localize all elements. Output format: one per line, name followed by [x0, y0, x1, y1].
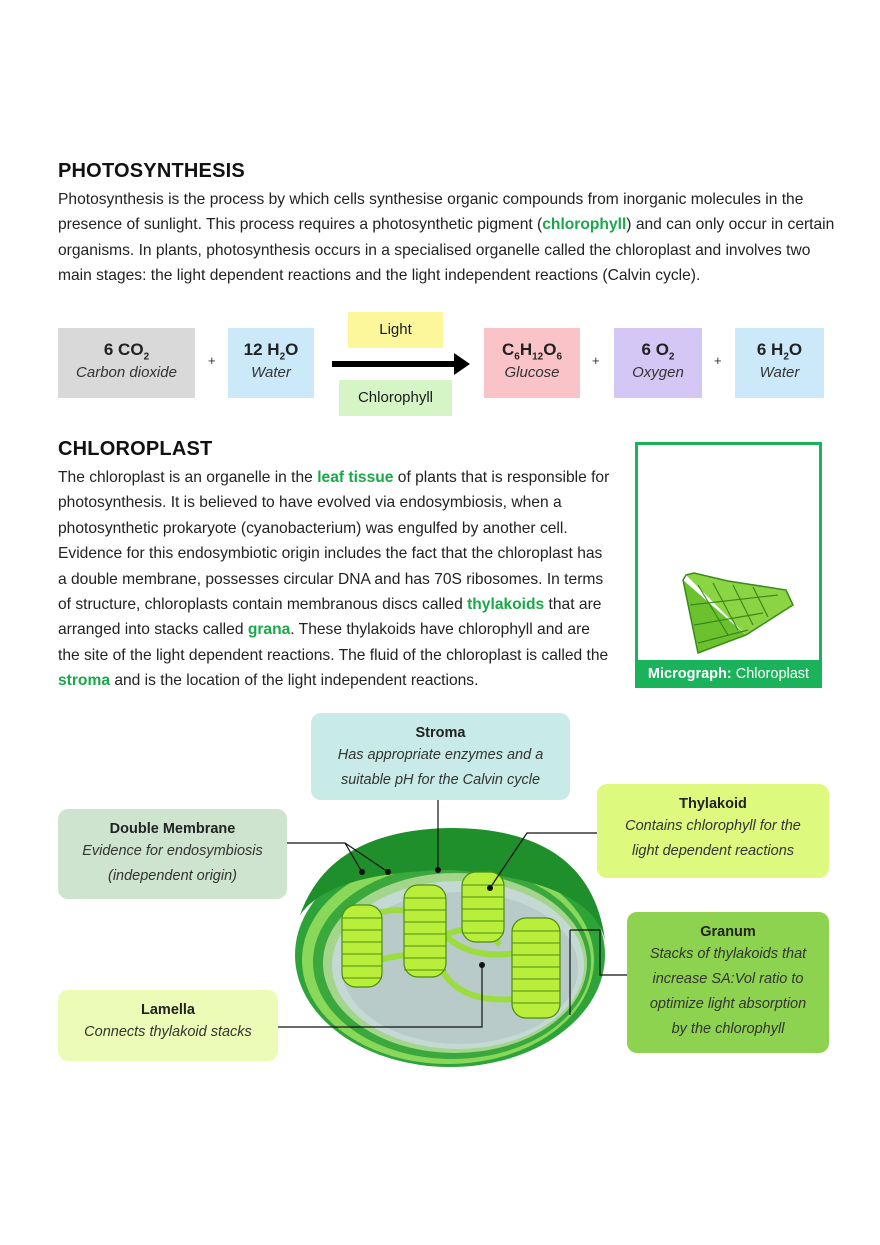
chlorophyll-highlight: chlorophyll — [542, 216, 627, 234]
micrograph-image — [682, 572, 794, 655]
micrograph-frame: Micrograph: Chloroplast — [635, 442, 822, 688]
lamella-callout: Lamella Connects thylakoid stacks — [58, 990, 278, 1061]
chloroplast-heading: CHLOROPLAST — [58, 438, 213, 460]
o2-formula: 6 O2 — [641, 340, 675, 363]
o2-name: Oxygen — [632, 364, 684, 382]
plus-sign-3: + — [714, 353, 722, 368]
photosynthesis-paragraph: Photosynthesis is the process by which c… — [58, 187, 838, 289]
reaction-arrow-icon — [332, 353, 470, 375]
light-box: Light — [348, 312, 443, 348]
plus-sign-2: + — [592, 353, 600, 368]
h2o-name: Water — [251, 364, 291, 382]
glucose-formula: C6H12O6 — [501, 340, 563, 363]
granum-callout-title: Granum — [700, 924, 756, 940]
lamella-callout-title: Lamella — [141, 1002, 195, 1018]
double-membrane-callout-text: Evidence for endosymbiosis(independent o… — [82, 843, 263, 884]
thylakoids-highlight: thylakoids — [467, 596, 545, 614]
chloroplast-diagram — [278, 800, 627, 1067]
photosynthesis-text-2: ) and can only occur in certain organism… — [58, 216, 835, 285]
glucose-box: C6H12O6 Glucose — [484, 328, 580, 398]
h2o-formula: 12 H2O — [243, 340, 299, 363]
co2-name: Carbon dioxide — [76, 364, 177, 382]
co2-formula: 6 CO2 — [103, 340, 150, 363]
grana-highlight: grana — [247, 621, 291, 639]
water-name: Water — [759, 364, 800, 382]
micrograph-caption: Micrograph: Chloroplast — [635, 660, 822, 688]
photosynthesis-heading: PHOTOSYNTHESIS — [58, 160, 245, 182]
thylakoid-callout-title: Thylakoid — [679, 796, 747, 812]
o2-box: 6 O2 Oxygen — [614, 328, 702, 398]
photosynthesis-text-1: Photosynthesis is the process by which c… — [58, 191, 804, 234]
stroma-highlight: stroma — [58, 672, 110, 690]
double-membrane-callout-title: Double Membrane — [109, 821, 236, 837]
chlorophyll-box: Chlorophyll — [339, 380, 452, 416]
chloroplast-paragraph: The chloroplast is an organelle in the l… — [58, 469, 610, 690]
lamella-callout-text: Connects thylakoid stacks — [84, 1024, 252, 1040]
plus-sign-1: + — [208, 353, 216, 368]
water-formula: 6 H2O — [756, 340, 803, 363]
glucose-name: Glucose — [504, 364, 560, 382]
co2-box: 6 CO2 Carbon dioxide — [58, 328, 195, 398]
stroma-callout-title: Stroma — [415, 725, 466, 741]
grana-stacks — [341, 871, 561, 1019]
double-membrane-callout: Double Membrane Evidence for endosymbios… — [58, 809, 287, 899]
water-box: 6 H2O Water — [735, 328, 824, 398]
h2o-box: 12 H2O Water — [228, 328, 314, 398]
leaf-tissue-highlight: leaf tissue — [317, 469, 394, 486]
